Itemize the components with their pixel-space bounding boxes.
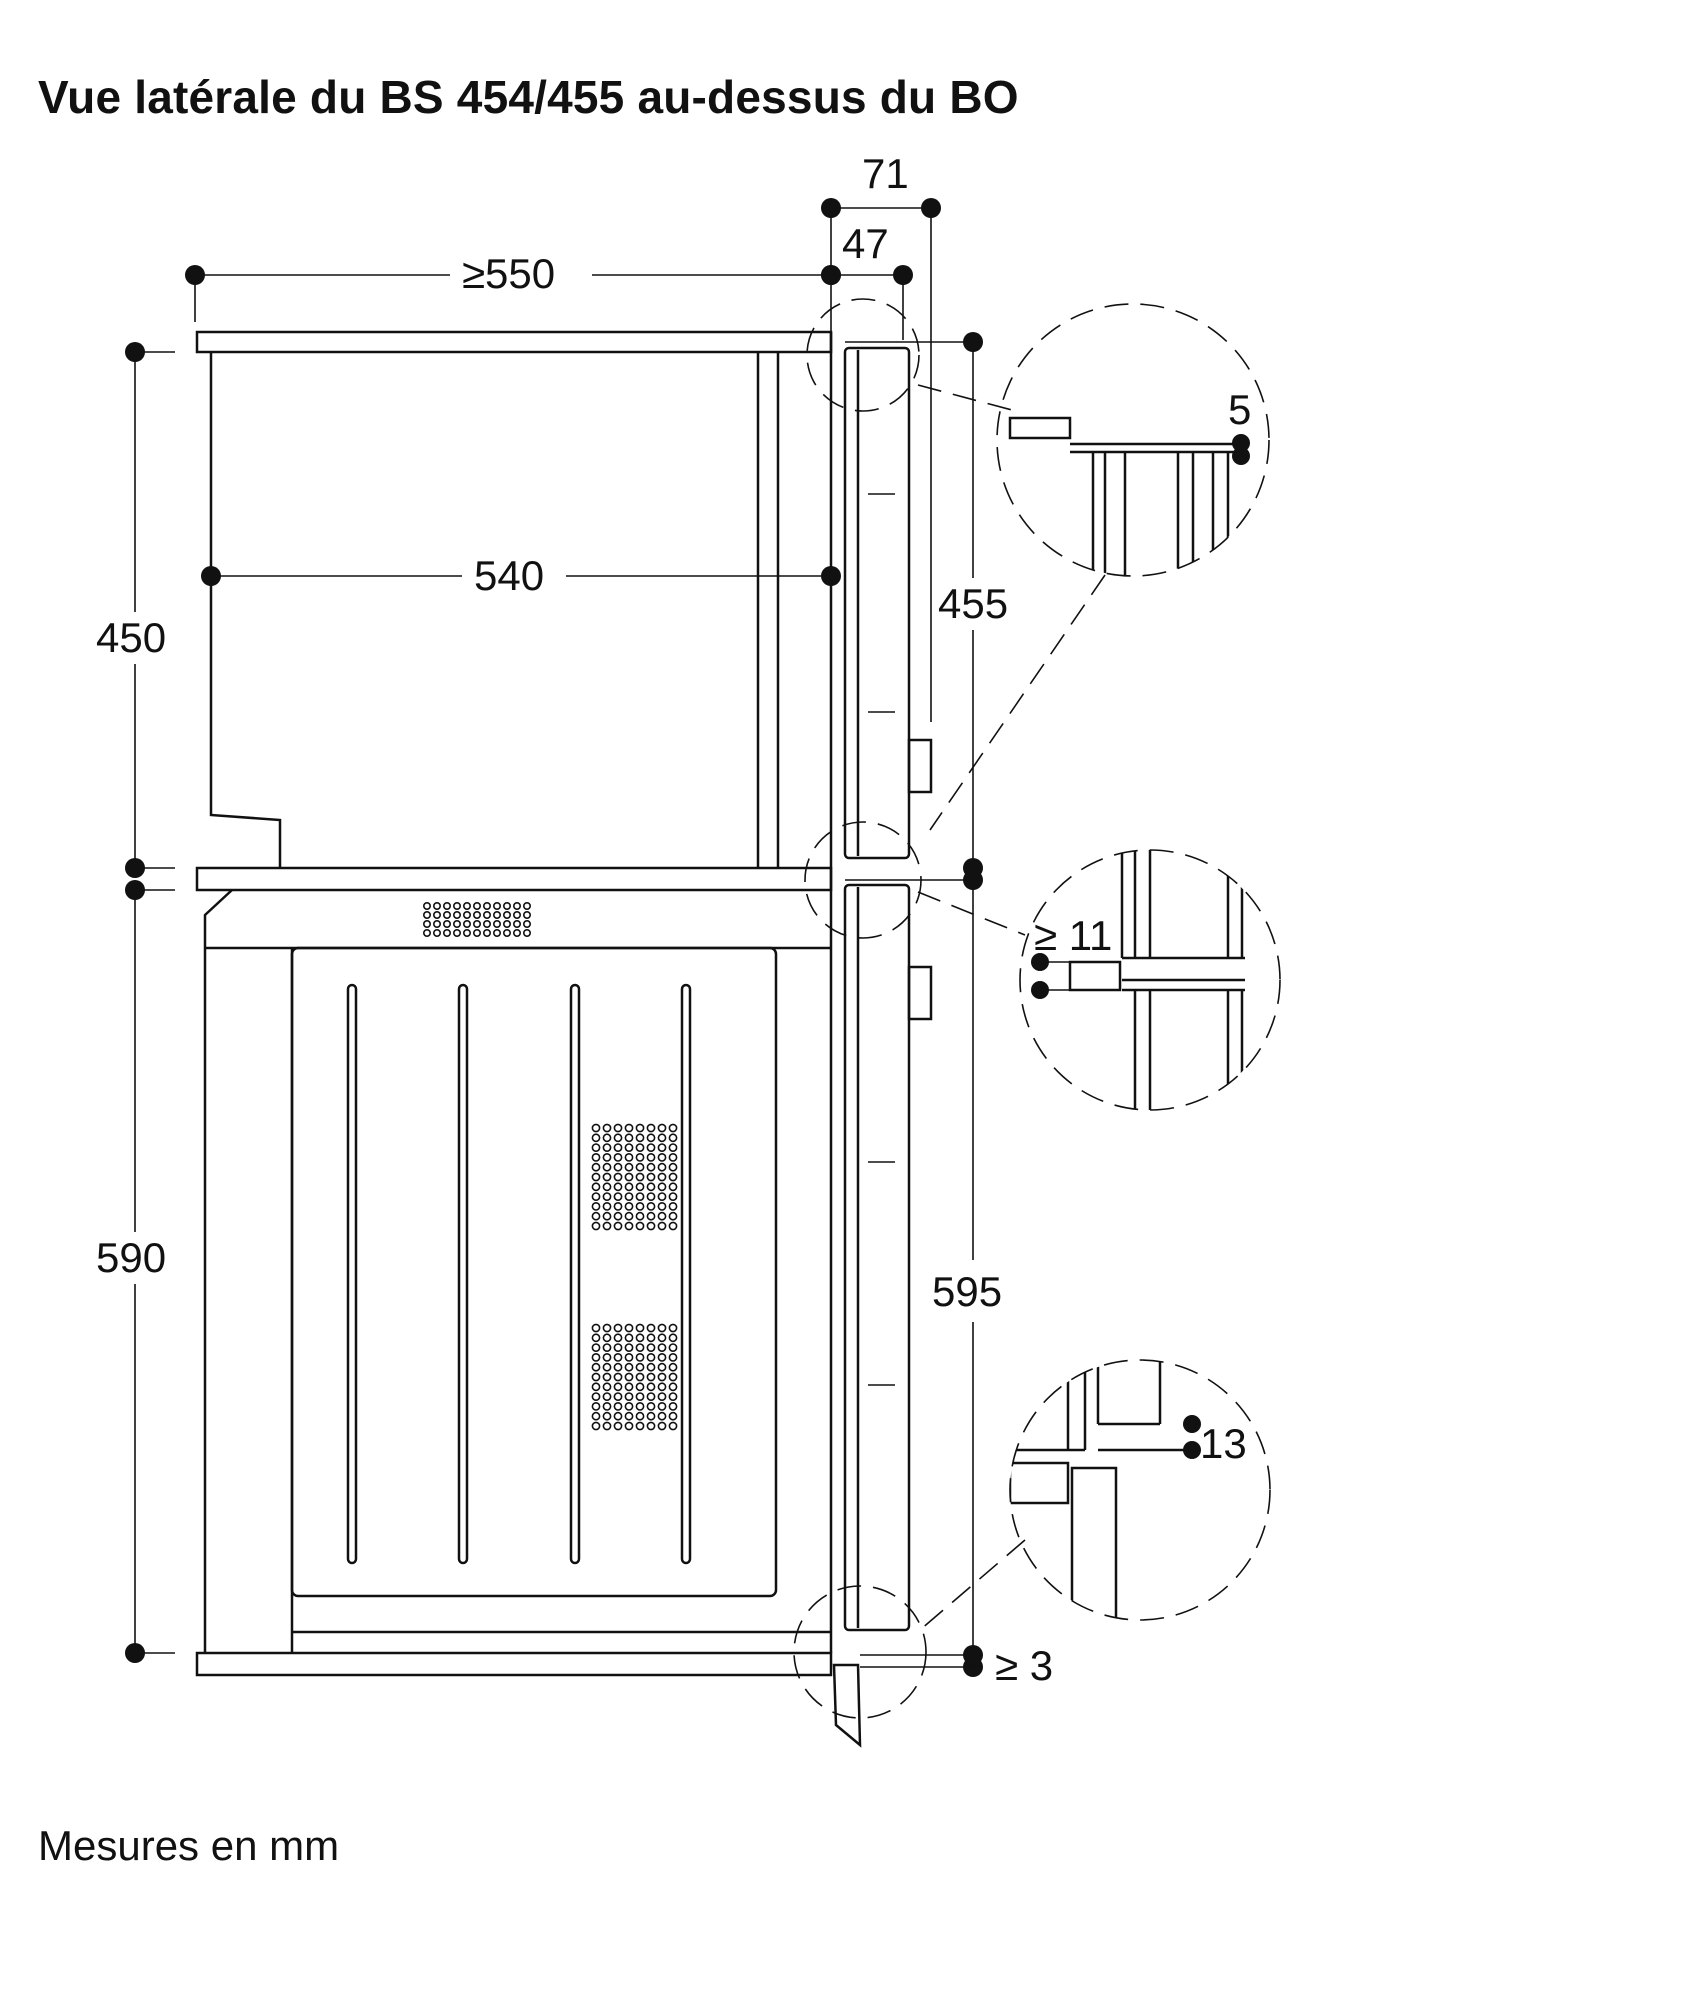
- detail-marker-middle: [804, 821, 922, 939]
- dimension-450: 450: [96, 342, 175, 878]
- dim-label-3: ≥ 3: [995, 1642, 1053, 1689]
- top-shelf: [195, 330, 833, 354]
- oven-rails: [346, 983, 692, 1565]
- dim-label-13: 13: [1200, 1420, 1247, 1467]
- dim-label-47: 47: [842, 220, 889, 267]
- dim-label-11: ≥ 11: [1034, 912, 1112, 959]
- dim-label-590: 590: [96, 1234, 166, 1281]
- dim-label-71: 71: [862, 150, 909, 197]
- page-title: Vue latérale du BS 454/455 au-dessus du …: [38, 71, 1019, 123]
- plinth-panel: [832, 1663, 862, 1748]
- front-panel-lower: [843, 883, 933, 1632]
- dim-label-5: 5: [1228, 386, 1251, 433]
- dim-label-550: ≥550: [462, 250, 555, 297]
- middle-shelf: [195, 866, 833, 892]
- detail-marker-top: [806, 298, 920, 412]
- dimension-550: ≥550: [185, 250, 841, 322]
- dimension-540: 540: [201, 552, 841, 599]
- measurement-units-note: Mesures en mm: [38, 1822, 340, 1869]
- dimension-455: 455: [845, 332, 1008, 878]
- detail-top: 5: [996, 303, 1270, 577]
- dim-label-450: 450: [96, 614, 166, 661]
- detail-bottom: 13: [1009, 1359, 1271, 1621]
- bottom-shelf: [195, 1651, 833, 1677]
- detail-middle: ≥ 11: [1019, 849, 1281, 1111]
- dimension-3: ≥ 3: [860, 1642, 1053, 1689]
- dim-label-540: 540: [474, 552, 544, 599]
- dimension-47: 47: [821, 220, 913, 340]
- front-panel-upper: [843, 346, 933, 860]
- vent-perforation-top: [422, 901, 531, 937]
- vent-perforation-middle: [591, 1123, 678, 1231]
- upper-appliance-body: [209, 332, 833, 1653]
- dimension-595: 595: [845, 870, 1002, 1677]
- dimension-590: 590: [96, 880, 175, 1663]
- dim-label-455: 455: [938, 580, 1008, 627]
- dim-label-595: 595: [932, 1268, 1002, 1315]
- vent-perforation-lower: [591, 1323, 678, 1431]
- oven-body: [203, 889, 831, 1653]
- detail-marker-bottom: [793, 1585, 927, 1719]
